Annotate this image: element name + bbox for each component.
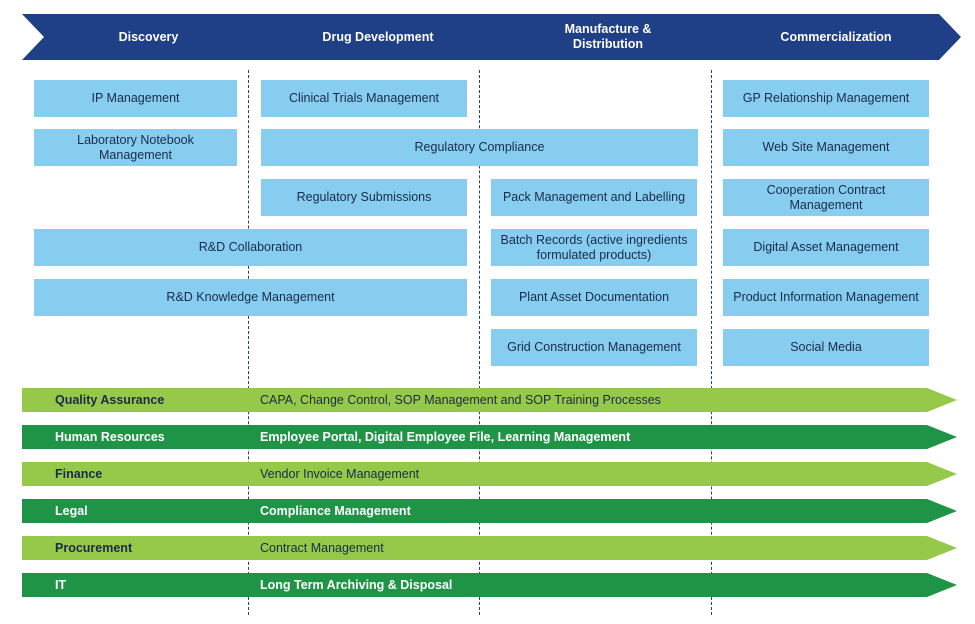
band-legal: Legal Compliance Management: [22, 499, 957, 523]
box-plant-asset: Plant Asset Documentation: [491, 279, 697, 316]
band-description: Employee Portal, Digital Employee File, …: [260, 430, 631, 444]
phase-label: Manufacture & Distribution: [564, 22, 652, 51]
box-batch-records: Batch Records (active ingredients formul…: [491, 229, 697, 266]
box-web-site: Web Site Management: [723, 129, 929, 166]
band-label: IT: [55, 578, 67, 592]
band-finance: Finance Vendor Invoice Management: [22, 462, 957, 486]
phase-manufacture-distribution: Manufacture & Distribution: [481, 14, 735, 60]
band-description: Compliance Management: [260, 504, 411, 518]
band-label: Procurement: [55, 541, 133, 555]
band-description: CAPA, Change Control, SOP Management and…: [260, 393, 661, 407]
box-ip-management: IP Management: [34, 80, 237, 117]
band-human-resources: Human Resources Employee Portal, Digital…: [22, 425, 957, 449]
box-rd-collaboration: R&D Collaboration: [34, 229, 467, 266]
phase-label: Drug Development: [322, 29, 434, 44]
phase-commercialization: Commercialization: [711, 14, 961, 60]
phase-divider: [479, 70, 480, 615]
band-label: Legal: [55, 504, 88, 518]
band-description: Long Term Archiving & Disposal: [260, 578, 453, 592]
phase-divider: [248, 70, 249, 615]
box-gp-relationship: GP Relationship Management: [723, 80, 929, 117]
band-label: Human Resources: [55, 430, 165, 444]
box-digital-asset: Digital Asset Management: [723, 229, 929, 266]
phase-label: Commercialization: [780, 29, 892, 44]
box-product-information: Product Information Management: [723, 279, 929, 316]
box-pack-management: Pack Management and Labelling: [491, 179, 697, 216]
box-rd-knowledge: R&D Knowledge Management: [34, 279, 467, 316]
box-social-media: Social Media: [723, 329, 929, 366]
box-laboratory-notebook: Laboratory Notebook Management: [34, 129, 237, 166]
band-it: IT Long Term Archiving & Disposal: [22, 573, 957, 597]
band-quality-assurance: Quality Assurance CAPA, Change Control, …: [22, 388, 957, 412]
phase-discovery: Discovery: [22, 14, 275, 60]
box-regulatory-compliance: Regulatory Compliance: [261, 129, 698, 166]
box-clinical-trials: Clinical Trials Management: [261, 80, 467, 117]
box-grid-construction: Grid Construction Management: [491, 329, 697, 366]
phase-divider: [711, 70, 712, 615]
band-description: Vendor Invoice Management: [260, 467, 420, 481]
phase-drug-development: Drug Development: [251, 14, 505, 60]
band-description: Contract Management: [260, 541, 384, 555]
band-procurement: Procurement Contract Management: [22, 536, 957, 560]
band-label: Finance: [55, 467, 103, 481]
band-label: Quality Assurance: [55, 393, 165, 407]
box-cooperation-contract: Cooperation Contract Management: [723, 179, 929, 216]
box-regulatory-submissions: Regulatory Submissions: [261, 179, 467, 216]
phase-label: Discovery: [118, 29, 179, 44]
